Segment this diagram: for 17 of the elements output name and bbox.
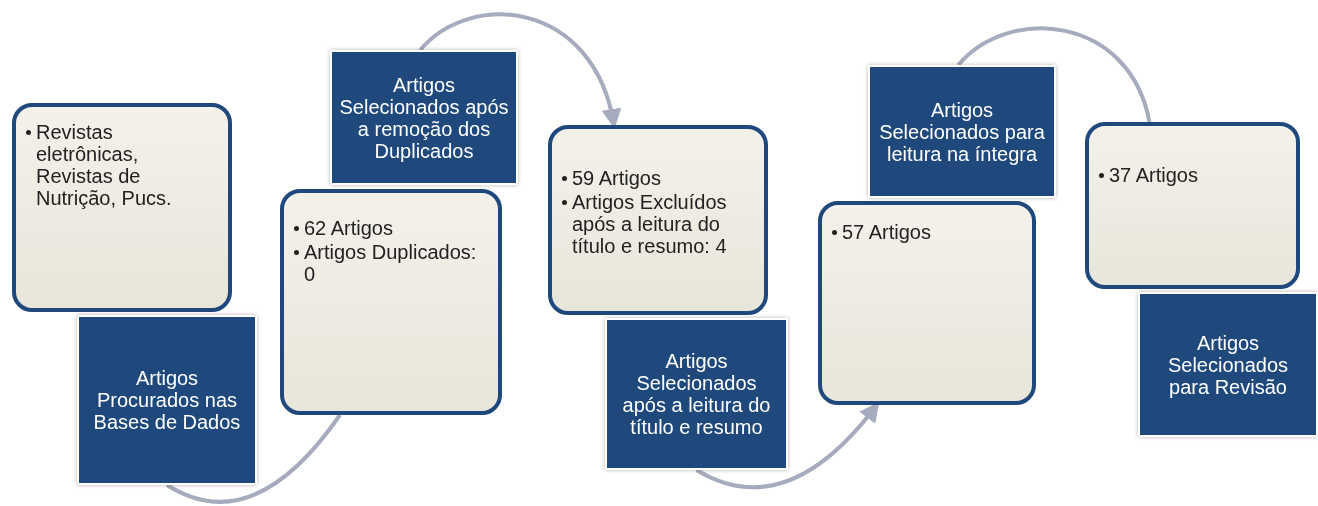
step-box: Artigos Selecionados após a leitura do título e resumo xyxy=(605,318,788,470)
step-box: Artigos Procurados nas Bases de Dados xyxy=(77,315,257,485)
bullet-item: Revistas eletrônicas, Revistas de Nutrição, Pucs. xyxy=(24,121,218,209)
bullet-item: 59 Artigos xyxy=(560,167,754,189)
bullet-item: 62 Artigos xyxy=(292,217,488,239)
step-box: Artigos Selecionados para leitura na íntegra xyxy=(868,65,1056,198)
step-box: Artigos Selecionados após a remoção dos Duplicados xyxy=(330,50,518,185)
bullet-item: Artigos Excluídos após a leitura do título e resumo: 4 xyxy=(560,191,754,257)
note-card xyxy=(280,189,502,415)
note-card xyxy=(548,125,768,315)
note-card xyxy=(818,201,1036,405)
note-card xyxy=(12,103,232,312)
note-card xyxy=(1085,122,1300,289)
bullet-item: 37 Artigos xyxy=(1097,164,1286,186)
step-box: Artigos Selecionados para Revisão xyxy=(1138,292,1318,437)
bullet-item: 57 Artigos xyxy=(830,221,1022,243)
bullet-item: Artigos Duplicados: 0 xyxy=(292,241,488,285)
